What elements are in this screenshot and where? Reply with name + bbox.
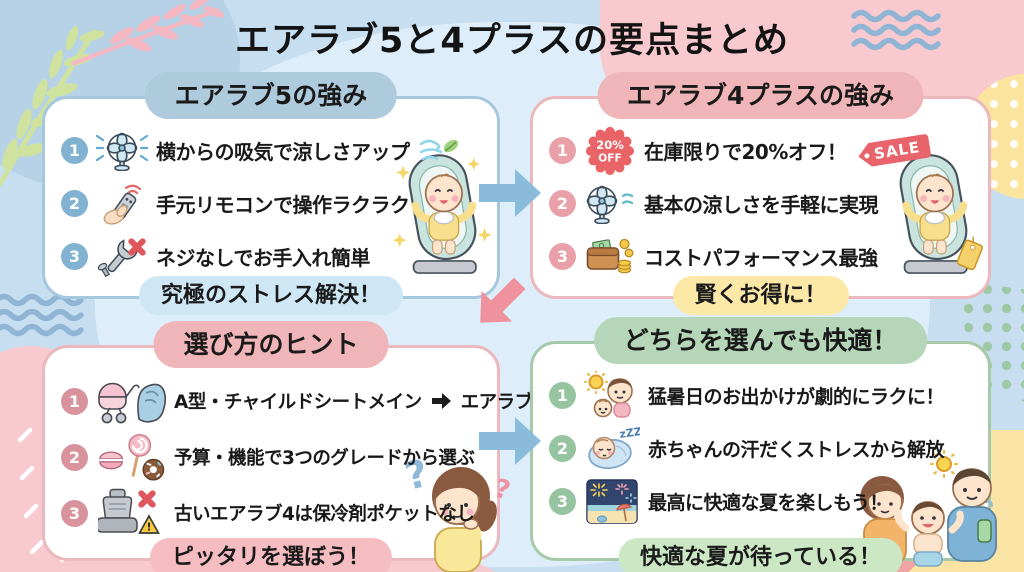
wavy-lines-left-icon <box>0 293 84 337</box>
panel-footer: 快適な夏が待っている！ <box>618 538 903 572</box>
wrench-icon <box>96 235 148 279</box>
tag-hole <box>864 152 870 158</box>
svg-text:OFF: OFF <box>598 152 621 164</box>
hint-row: 1 <box>61 373 546 429</box>
panel-header: エアラブ5の強み <box>144 72 398 119</box>
svg-text:?: ? <box>491 474 513 507</box>
feature-text: コストパフォーマンス最強 <box>644 246 878 270</box>
hint-row: 3 ! <box>61 485 489 541</box>
feature-row: 3 <box>549 230 980 283</box>
panel-header: 選び方のヒント <box>153 321 389 368</box>
benefit-text: 猛暑日のお出かけが劇的にラクに！ <box>648 386 945 408</box>
feature-row: 1 20% OFF 在庫限りで20%オフ！ <box>549 124 980 177</box>
feature-text: ネジなしでお手入れ簡単 <box>156 246 370 270</box>
stroller-carseat-icon <box>96 377 166 425</box>
baby-carseat-tag-illustration <box>882 149 983 281</box>
hint-text: 予算・機能で3つのグレードから選ぶ <box>174 448 475 469</box>
main-title: エアラブ5と4プラスの要点まとめ <box>234 21 789 61</box>
number-badge: 3 <box>549 488 576 515</box>
arrow-diagonal-icon <box>480 277 526 323</box>
svg-text:!: ! <box>146 521 151 534</box>
benefit-row: 2 zZZ 赤ちゃんの汗だくストレスから解放 <box>549 422 980 475</box>
panel-choosing-hints: 選び方のヒント ? ? 1 <box>42 321 546 572</box>
leaf-branch-pink-icon <box>71 0 225 66</box>
number-badge: 1 <box>549 382 576 409</box>
benefit-row: 1 <box>549 369 980 422</box>
number-badge: 2 <box>549 435 576 462</box>
feature-row: 1 横からの吸気で涼しさアップ <box>61 124 489 177</box>
hint-row: 2 <box>61 429 489 485</box>
sweets-icon <box>96 432 166 482</box>
number-badge: 2 <box>61 190 88 217</box>
benefit-row: 3 最 <box>549 475 980 528</box>
old-seat-warning-icon: ! <box>96 488 166 538</box>
remote-control-icon <box>96 183 148 225</box>
hint-text: A型・チャイルドシートメイン <box>174 392 422 413</box>
benefit-text: 赤ちゃんの汗だくストレスから解放 <box>648 439 945 461</box>
svg-text:20%: 20% <box>596 138 624 152</box>
wavy-lines-top-right-icon <box>851 9 941 51</box>
sunny-mom-baby-icon <box>584 370 640 421</box>
family-illustration <box>848 450 997 568</box>
benefit-text: 最高に快適な夏を楽しもう！ <box>648 492 888 514</box>
number-badge: 1 <box>61 387 88 415</box>
discount-badge-icon: 20% OFF <box>584 124 636 178</box>
feature-text: 横からの吸気で涼しさアップ <box>156 140 410 164</box>
hint-text-result: エアラブ5 <box>460 392 546 413</box>
feature-row: 3 ネジなしでお手入れ簡単 <box>61 230 489 283</box>
feature-text: 手元リモコンで操作ラクラク <box>156 193 410 217</box>
number-badge: 2 <box>61 443 88 471</box>
panel-header: エアラブ4プラスの強み <box>597 72 924 119</box>
feature-text: 基本の涼しさを手軽に実現 <box>644 193 879 217</box>
arrow-right-top-icon <box>479 169 541 217</box>
panel-footer: 賢くお得に！ <box>672 276 849 315</box>
desk-fan-icon <box>584 184 636 224</box>
sleeping-baby-icon: zZZ <box>584 426 640 472</box>
number-badge: 3 <box>61 499 88 527</box>
panel-airlove5-strengths: エアラブ5の強み 1 横からの吸 <box>42 72 500 315</box>
feature-row: 2 手元リモコンで操作ラクラク <box>61 177 489 230</box>
number-badge: 3 <box>61 243 88 270</box>
panel-footer: ピッタリを選ぼう！ <box>149 538 393 572</box>
svg-text:zZZ: zZZ <box>619 426 640 441</box>
feature-text: 在庫限りで20%オフ！ <box>644 140 847 164</box>
wind-leaf-icon <box>418 136 462 166</box>
sale-tag: SALE <box>857 133 932 168</box>
panel-comfort-both: どちらを選んでも快適！ <box>530 317 997 572</box>
panel-airlove4plus-strengths: エアラブ4プラスの強み 1 <box>530 72 991 315</box>
number-badge: 1 <box>549 137 576 164</box>
right-arrow-icon <box>431 393 451 409</box>
arrow-right-bottom-icon <box>479 417 541 465</box>
number-badge: 2 <box>549 190 576 217</box>
thinking-woman-illustration: ? ? <box>401 451 513 572</box>
wallet-icon <box>584 236 636 278</box>
beach-fireworks-icon <box>584 478 640 525</box>
panel-footer: 究極のストレス解決！ <box>138 276 404 315</box>
panel-header: どちらを選んでも快適！ <box>593 317 928 364</box>
feature-row: 2 基本の涼しさを手軽に実現 <box>549 177 980 230</box>
hint-text: 古いエアラブ4は保冷剤ポケットなし <box>174 504 475 525</box>
number-badge: 1 <box>61 137 88 164</box>
number-badge: 3 <box>549 243 576 270</box>
desk-fan-icon <box>96 131 148 171</box>
